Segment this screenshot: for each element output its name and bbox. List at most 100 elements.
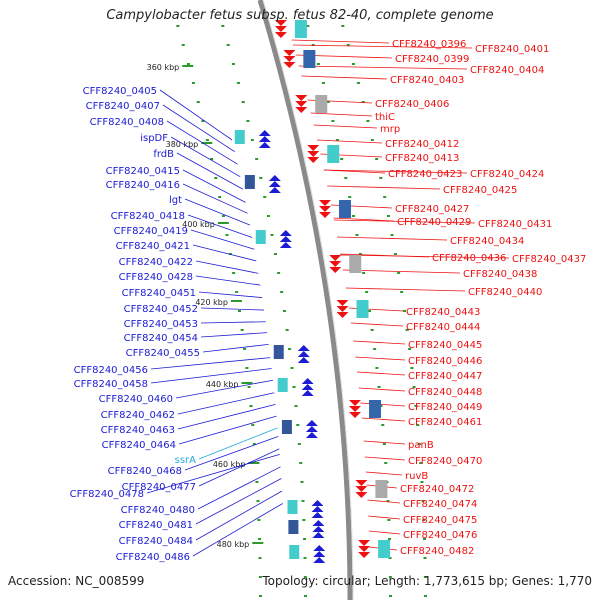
right-connector	[313, 124, 378, 129]
track-dot	[422, 519, 426, 521]
forward-gene-arrow	[311, 512, 324, 518]
track-dot	[386, 500, 390, 502]
forward-gene-arrow	[312, 520, 325, 526]
track-dot	[316, 63, 320, 65]
right-gene-label: CFF8240_0401	[475, 44, 549, 55]
left-connector	[150, 357, 271, 370]
track-dot	[388, 576, 392, 578]
right-connector	[356, 371, 406, 376]
forward-gene-box	[289, 545, 300, 559]
tick-label-bg	[207, 537, 252, 549]
left-gene-label: CFF8240_0453	[124, 319, 198, 330]
right-connector	[342, 269, 461, 274]
right-gene-label: CFF8240_0403	[390, 75, 464, 86]
track-dot	[375, 158, 379, 160]
left-gene-label: ssrA	[175, 455, 197, 466]
right-gene-label: panB	[408, 440, 434, 451]
left-connector	[202, 343, 269, 353]
track-dot	[300, 481, 304, 483]
right-gene-label: CFF8240_0461	[408, 417, 482, 428]
left-connector	[177, 392, 275, 415]
track-dot	[362, 272, 366, 274]
reverse-gene-arrow	[336, 312, 349, 318]
track-dot	[421, 500, 425, 502]
left-connector	[170, 136, 241, 178]
tick-label-bg	[156, 137, 201, 149]
right-connector	[360, 402, 406, 407]
forward-gene-box	[277, 378, 288, 392]
track-dot	[410, 367, 414, 369]
right-connector	[361, 417, 406, 422]
track-dot	[321, 82, 325, 84]
reverse-gene-arrow	[319, 206, 331, 212]
reverse-gene-arrow	[283, 56, 296, 62]
tick-label-bg	[196, 377, 241, 389]
forward-gene-arrow	[312, 532, 325, 538]
left-connector	[187, 214, 253, 238]
left-gene-label: frdB	[153, 149, 174, 160]
forward-gene-box	[287, 500, 298, 514]
right-gene-label: CFF8240_0444	[406, 322, 480, 333]
left-connector	[195, 478, 282, 525]
track-dot	[370, 329, 374, 331]
reverse-gene-arrow	[349, 412, 361, 418]
right-connector	[291, 39, 390, 44]
track-dot	[249, 405, 253, 407]
forward-gene-arrow	[313, 545, 326, 551]
right-connector	[358, 387, 406, 392]
reverse-gene-box	[303, 50, 316, 68]
forward-gene-box	[281, 420, 292, 434]
track-dot	[299, 462, 303, 464]
track-dot	[419, 462, 423, 464]
right-connector	[310, 112, 373, 117]
left-gene-label: CFF8240_0484	[119, 536, 193, 547]
left-gene-label: CFF8240_0452	[124, 304, 198, 315]
forward-gene-arrow	[311, 500, 324, 506]
right-gene-label: CFF8240_0474	[403, 499, 477, 510]
reverse-gene-box	[315, 95, 328, 113]
track-dot	[303, 576, 307, 578]
track-dot	[245, 367, 249, 369]
track-dot	[388, 595, 392, 597]
right-connector	[368, 515, 401, 520]
right-gene-label: CFF8240_0427	[395, 204, 469, 215]
track-dot	[423, 538, 427, 540]
track-dot	[255, 481, 259, 483]
track-dot	[326, 101, 330, 103]
right-gene-label: CFF8240_0412	[385, 139, 459, 150]
track-dot	[263, 196, 267, 198]
track-dot	[331, 120, 335, 122]
track-dot	[196, 101, 200, 103]
track-dot	[373, 348, 377, 350]
left-gene-label: CFF8240_0468	[108, 466, 182, 477]
track-dot	[344, 177, 348, 179]
forward-gene-arrow	[301, 390, 314, 396]
reverse-gene-box	[349, 255, 362, 273]
left-gene-label: CFF8240_0477	[122, 482, 196, 493]
track-dot	[255, 158, 259, 160]
track-dot	[412, 386, 416, 388]
track-dot	[251, 424, 255, 426]
accession-label: Accession: NC_008599	[8, 574, 145, 588]
reverse-gene-box	[339, 200, 351, 218]
left-gene-label: CFF8240_0460	[99, 394, 173, 405]
reverse-gene-arrow	[295, 101, 308, 107]
forward-gene-arrow	[297, 345, 310, 351]
track-dot	[210, 158, 214, 160]
track-dot	[257, 519, 261, 521]
left-connector	[200, 307, 264, 311]
reverse-gene-arrow	[358, 552, 371, 558]
reverse-gene-arrow	[274, 20, 287, 26]
track-dot	[408, 348, 412, 350]
right-gene-label: CFF8240_0425	[443, 185, 517, 196]
forward-gene-arrow	[258, 136, 271, 142]
track-dot	[240, 329, 244, 331]
track-dot	[340, 158, 344, 160]
forward-gene-arrow	[268, 175, 281, 181]
left-connector	[162, 104, 235, 153]
track-dot	[186, 63, 190, 65]
forward-gene-arrow	[268, 187, 281, 193]
right-connector	[367, 499, 401, 504]
tick-label: 400 kbp	[182, 220, 215, 229]
right-connector	[368, 530, 401, 535]
